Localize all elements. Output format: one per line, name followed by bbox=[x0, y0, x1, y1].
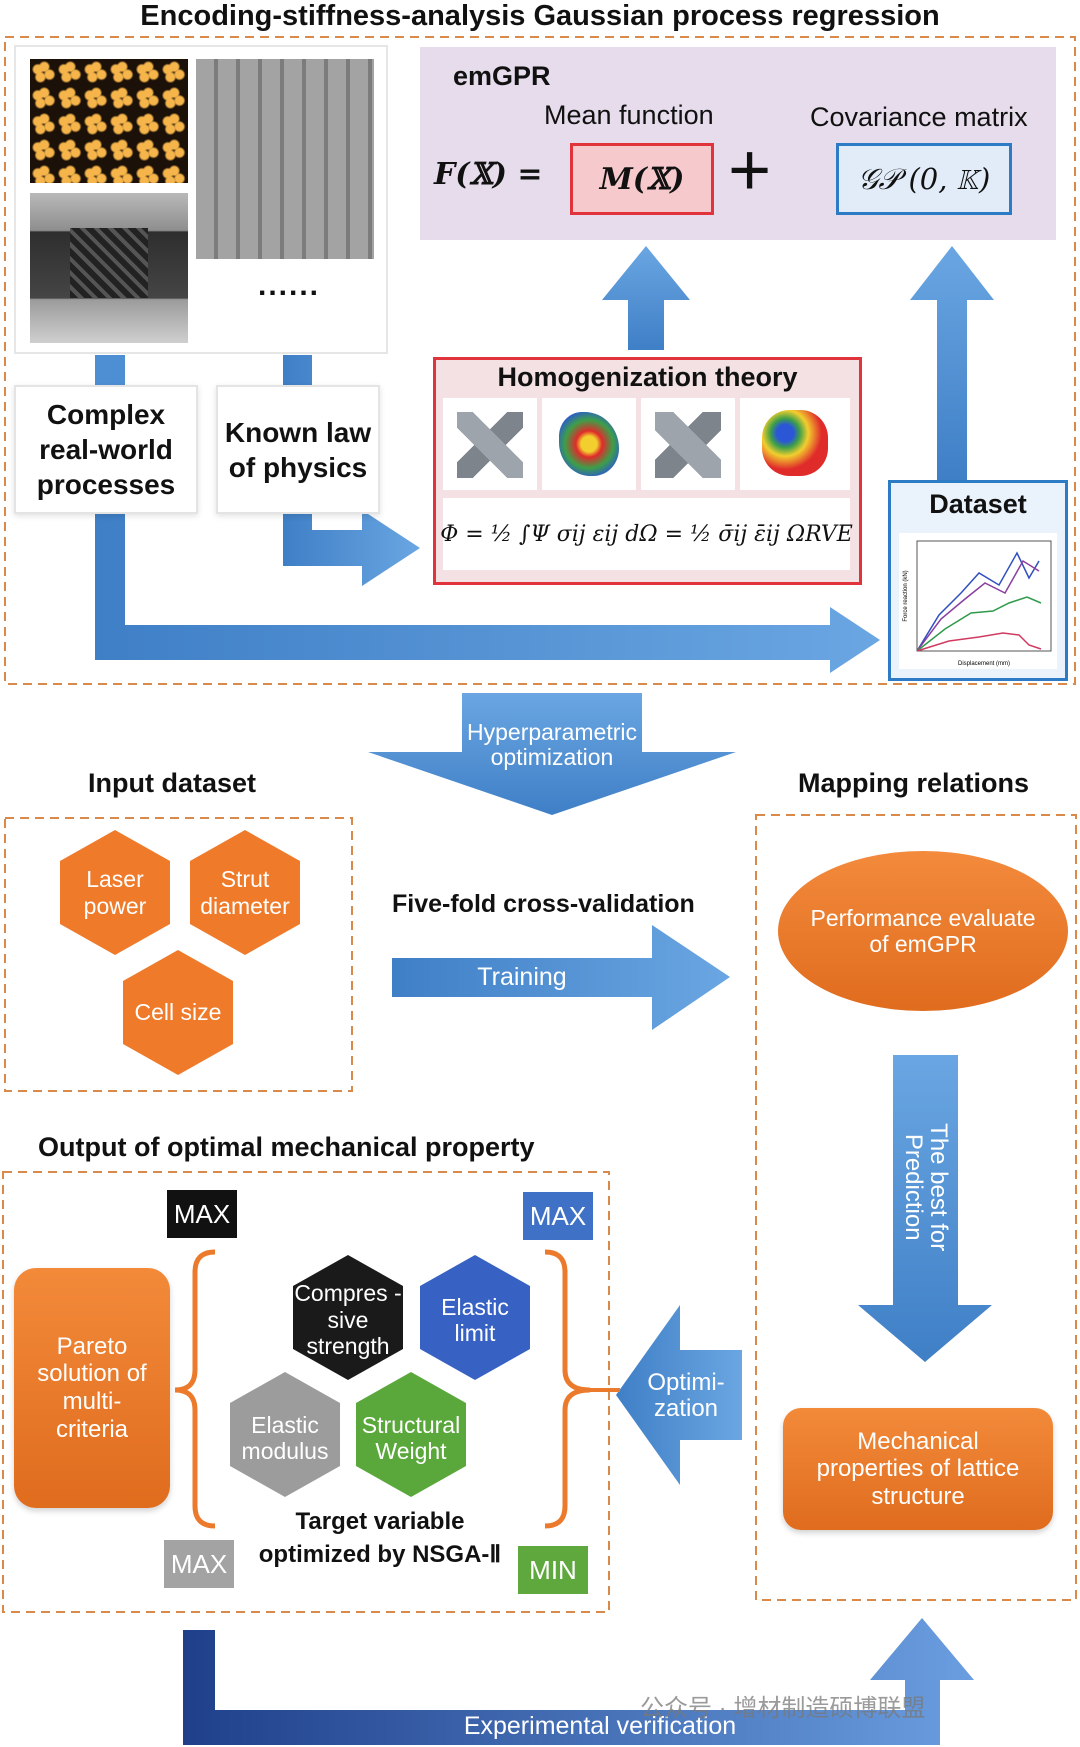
right-brace bbox=[544, 1249, 591, 1529]
unit-cell-image-1 bbox=[443, 398, 537, 490]
laser-photo bbox=[30, 59, 188, 183]
mapping-title: Mapping relations bbox=[798, 768, 1030, 798]
elastic-limit-label: Elastic limit bbox=[441, 1293, 509, 1346]
lattice-sample bbox=[70, 228, 148, 298]
long-flow-arrow bbox=[95, 355, 880, 673]
best-prediction-label: The best for Prediction bbox=[900, 1123, 953, 1252]
dataset-xlabel: Displacement (mm) bbox=[958, 661, 1010, 667]
crossval-title: Five-fold cross-validation bbox=[392, 890, 695, 918]
cell-size-label: Cell size bbox=[134, 999, 222, 1026]
dataset-series-green bbox=[916, 596, 1042, 652]
hex-laser-power bbox=[60, 830, 170, 955]
performance-label: Performance evaluate of emGPR bbox=[810, 904, 1036, 957]
optimization-label: Optimi- zation bbox=[647, 1369, 725, 1423]
hex-elastic-modulus bbox=[230, 1372, 340, 1497]
structural-weight-label: Structural Weight bbox=[361, 1411, 461, 1464]
mean-function-label: Mean function bbox=[544, 100, 714, 130]
dataset-panel: Dataset Displacement (mm) Force reaction… bbox=[888, 480, 1068, 681]
output-title: Output of optimal mechanical property bbox=[38, 1132, 535, 1162]
stiffness-surface-1 bbox=[542, 398, 636, 490]
hyperparametric-arrow bbox=[368, 693, 736, 815]
photo-ellipsis: ...... bbox=[257, 269, 320, 302]
homogenization-title: Homogenization theory bbox=[497, 362, 798, 392]
tag-max-blue: MAX bbox=[523, 1192, 593, 1240]
mean-term-box: M(𝕏) bbox=[570, 143, 714, 215]
target-caption-2: optimized by NSGA-Ⅱ bbox=[258, 1541, 502, 1568]
laser-power-label: Laser power bbox=[83, 866, 147, 919]
plus-symbol: + bbox=[728, 128, 772, 211]
mechanical-label: Mechanical properties of lattice structu… bbox=[816, 1427, 1020, 1510]
mechanical-box: Mechanical properties of lattice structu… bbox=[783, 1408, 1053, 1530]
training-label: Training bbox=[477, 963, 567, 991]
tag-min-green: MIN bbox=[518, 1546, 588, 1594]
emgpr-label: emGPR bbox=[453, 61, 551, 91]
experimental-arrow bbox=[183, 1618, 974, 1745]
dataset-ylabel: Force reaction (kN) bbox=[903, 570, 909, 621]
tag-max-black: MAX bbox=[167, 1190, 237, 1238]
dataset-series-blue bbox=[916, 551, 1040, 652]
dataset-series-purple bbox=[916, 559, 1040, 652]
optimization-arrow bbox=[616, 1305, 742, 1485]
top-dashed-panel bbox=[4, 36, 1076, 685]
hex-strut-diameter bbox=[190, 830, 300, 955]
target-caption-1: Target variable bbox=[295, 1508, 465, 1535]
dataset-series-red bbox=[916, 632, 1042, 652]
equation-lhs: F(𝕏) = bbox=[434, 157, 543, 192]
watermark: 公众号 · 增材制造硕博联盟 bbox=[640, 1695, 926, 1722]
training-arrow bbox=[392, 925, 730, 1030]
best-prediction-arrow bbox=[858, 1055, 992, 1362]
compression-photo bbox=[30, 193, 188, 343]
performance-ellipse bbox=[778, 851, 1068, 1011]
gp-term-box: 𝒢𝒫 (0, 𝕂) bbox=[836, 143, 1012, 215]
dataset-title: Dataset bbox=[929, 489, 1027, 519]
dataset-chart: Displacement (mm) Force reaction (kN) bbox=[899, 533, 1057, 669]
mapping-dashed-box bbox=[755, 814, 1077, 1601]
strut-diameter-label: Strut diameter bbox=[200, 866, 290, 919]
hex-elastic-limit bbox=[420, 1255, 530, 1380]
main-title: Encoding-stiffness-analysis Gaussian pro… bbox=[140, 0, 940, 32]
physics-flow-arrow bbox=[283, 355, 420, 586]
unit-cell-image-2 bbox=[641, 398, 735, 490]
homogenization-panel: Homogenization theory Φ = ½ ∫Ψ σij εij d… bbox=[433, 357, 862, 585]
input-dataset-title: Input dataset bbox=[88, 768, 257, 798]
complex-processes-box: Complex real-world processes bbox=[14, 385, 198, 514]
tag-max-gray: MAX bbox=[164, 1540, 234, 1588]
compressive-strength-label: Compres -sive strength bbox=[294, 1280, 402, 1360]
experimental-label: Experimental verification bbox=[463, 1712, 737, 1740]
hex-cell-size bbox=[123, 950, 233, 1075]
hex-compressive-strength bbox=[293, 1255, 403, 1380]
photos-panel: ...... bbox=[14, 45, 388, 354]
input-dashed-box bbox=[4, 817, 353, 1092]
elastic-modulus-label: Elastic modulus bbox=[241, 1411, 329, 1464]
pareto-label: Pareto solution of multi- criteria bbox=[37, 1332, 147, 1443]
pareto-box: Pareto solution of multi- criteria bbox=[14, 1268, 170, 1508]
covariance-label: Covariance matrix bbox=[810, 102, 1028, 132]
lattice-blocks-photo bbox=[196, 59, 374, 259]
hyper-opt-label: Hyperparametric optimization bbox=[467, 719, 637, 771]
known-physics-box: Known law of physics bbox=[216, 385, 380, 514]
left-brace bbox=[174, 1249, 216, 1529]
emgpr-panel: emGPR Mean function Covariance matrix F(… bbox=[420, 47, 1056, 240]
up-arrow-homogenization bbox=[602, 246, 690, 350]
homogenization-formula: Φ = ½ ∫Ψ σij εij dΩ = ½ σ̄ij ε̄ij ΩRVE bbox=[440, 498, 853, 570]
up-arrow-dataset bbox=[910, 246, 994, 480]
hex-structural-weight bbox=[356, 1372, 466, 1497]
stiffness-surface-2 bbox=[740, 398, 850, 490]
